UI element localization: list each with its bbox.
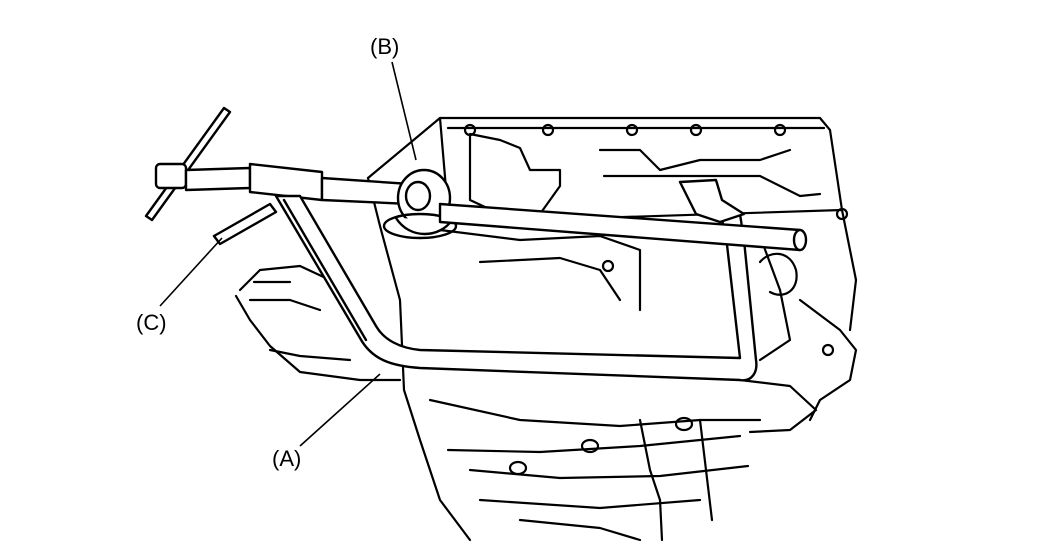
leader-b: [391, 61, 417, 161]
puller-tool: [144, 106, 808, 382]
callout-label-c: (C): [136, 310, 167, 335]
transmission-housing: [234, 116, 858, 542]
leader-a: [299, 373, 381, 447]
leader-lines: [159, 61, 417, 447]
callout-label-a: (A): [272, 446, 302, 471]
leader-c: [159, 237, 223, 307]
callout-label-b: (B): [370, 34, 400, 59]
